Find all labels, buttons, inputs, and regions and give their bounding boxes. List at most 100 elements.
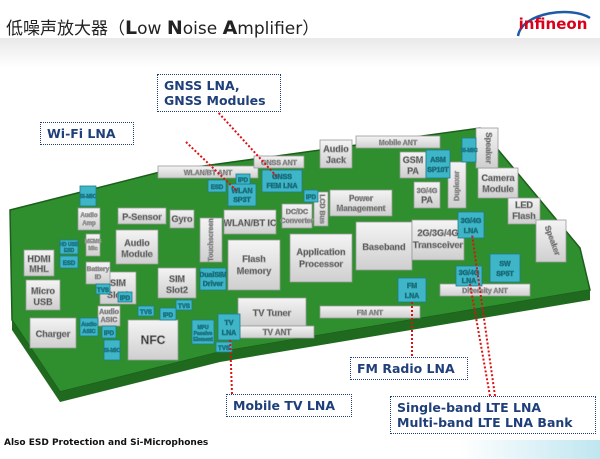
chip-sw-sp5t: SW SP5T: [489, 253, 521, 283]
svg-text:SW: SW: [499, 261, 511, 268]
svg-text:Si-MIC: Si-MIC: [460, 148, 477, 154]
chip-si-mic-2: Si-MIC: [103, 339, 121, 361]
svg-text:IPD: IPD: [163, 313, 174, 319]
svg-text:PA: PA: [407, 166, 419, 176]
svg-text:DC/DC: DC/DC: [286, 209, 308, 216]
callout-mobile-tv-lna: Mobile TV LNA: [226, 394, 352, 417]
svg-text:TV Tuner: TV Tuner: [253, 308, 292, 318]
svg-text:Speaker: Speaker: [484, 132, 493, 163]
svg-text:SP10T: SP10T: [427, 167, 449, 174]
leader-lte-2: [469, 283, 491, 397]
callout-lte-lna: Single-band LTE LNA Multi-band LTE LNA B…: [390, 396, 596, 434]
svg-text:IPD: IPD: [238, 178, 249, 184]
svg-text:MHL: MHL: [29, 264, 49, 274]
svg-text:3G/4G: 3G/4G: [417, 188, 438, 195]
logo-wordmark: infineon: [518, 15, 588, 33]
svg-text:Si-MIC: Si-MIC: [103, 348, 120, 354]
label-wlan-ant: WLAN/BT ANT: [157, 165, 259, 179]
svg-text:3G/4G: 3G/4G: [459, 270, 480, 277]
svg-text:Audio: Audio: [81, 322, 97, 328]
svg-text:LNA: LNA: [462, 278, 476, 285]
svg-text:Management: Management: [337, 204, 386, 213]
svg-text:FEM LNA: FEM LNA: [266, 183, 297, 190]
chip-ipd-1: IPD: [159, 307, 177, 321]
svg-text:FM ANT: FM ANT: [357, 310, 384, 317]
svg-text:Jack: Jack: [326, 155, 347, 165]
callout-gnss-line2: GNSS Modules: [164, 93, 266, 108]
svg-text:Touchscreen: Touchscreen: [208, 218, 215, 261]
svg-text:Slot2: Slot2: [166, 285, 188, 295]
svg-text:SIM: SIM: [110, 278, 126, 288]
infineon-logo: infineon: [512, 6, 594, 44]
chip-baseband: Baseband: [355, 221, 413, 271]
svg-text:SP5T: SP5T: [496, 271, 514, 278]
svg-text:TVS: TVS: [140, 310, 152, 316]
svg-text:NFC: NFC: [141, 333, 166, 347]
svg-text:Memory: Memory: [237, 266, 272, 276]
svg-text:PA: PA: [421, 195, 433, 205]
chip-tvs-4: TVS: [175, 299, 193, 311]
svg-text:Power: Power: [349, 194, 373, 203]
svg-text:USB: USB: [33, 297, 53, 307]
chip-ipd-2: IPD: [101, 325, 117, 339]
svg-text:ESD: ESD: [211, 185, 224, 191]
callout-gnss-lna: GNSS LNA, GNSS Modules: [157, 74, 281, 112]
chip-si-mic-3: Si-MIC: [460, 137, 478, 163]
label-gnss-ant: GNSS ANT: [253, 155, 305, 169]
svg-text:Element: Element: [193, 337, 213, 343]
pcb-board-edge: [12, 290, 590, 402]
svg-text:ESD: ESD: [64, 248, 75, 254]
svg-text:Micro: Micro: [31, 286, 56, 296]
chip-tv-tuner: TV Tuner: [237, 297, 307, 327]
svg-text:WLAN: WLAN: [232, 188, 253, 195]
svg-text:SP3T: SP3T: [233, 197, 251, 204]
chip-touchscreen-driver: Touchscreen: [199, 217, 223, 263]
svg-text:DualSIM: DualSIM: [199, 272, 227, 279]
svg-text:TV: TV: [225, 320, 234, 327]
chip-nfc: NFC: [127, 319, 179, 361]
svg-text:Audio: Audio: [99, 309, 119, 316]
leader-tv: [229, 337, 233, 395]
callout-wifi-lna: Wi-Fi LNA: [40, 122, 134, 145]
svg-text:Charger: Charger: [36, 329, 71, 339]
chip-charger: Charger: [29, 317, 77, 349]
svg-text:GSM: GSM: [403, 155, 424, 165]
svg-text:Duplexer: Duplexer: [454, 171, 461, 201]
chip-wlan-bt-ic: WLAN/BT IC: [223, 209, 277, 235]
svg-text:Application: Application: [297, 247, 346, 257]
svg-text:HD USB: HD USB: [59, 242, 79, 248]
svg-text:IPD: IPD: [306, 195, 317, 201]
svg-text:SIM: SIM: [169, 274, 185, 284]
svg-text:Passive: Passive: [194, 331, 213, 337]
chip-speaker-right: Speaker: [535, 219, 567, 263]
label-diversity-ant: Diversity ANT: [439, 283, 531, 297]
callout-leaders: [185, 109, 496, 397]
svg-text:Converter: Converter: [280, 218, 313, 225]
svg-text:Audio: Audio: [81, 213, 98, 219]
footer-wave-decoration: [460, 440, 600, 459]
svg-text:WLAN/BT ANT: WLAN/BT ANT: [184, 170, 233, 177]
svg-text:IPD: IPD: [104, 331, 115, 337]
svg-text:LNA: LNA: [222, 330, 236, 337]
callout-fm-radio-lna: FM Radio LNA: [350, 357, 468, 380]
svg-text:WLAN/BT IC: WLAN/BT IC: [224, 218, 277, 228]
svg-text:Camera: Camera: [481, 173, 515, 183]
